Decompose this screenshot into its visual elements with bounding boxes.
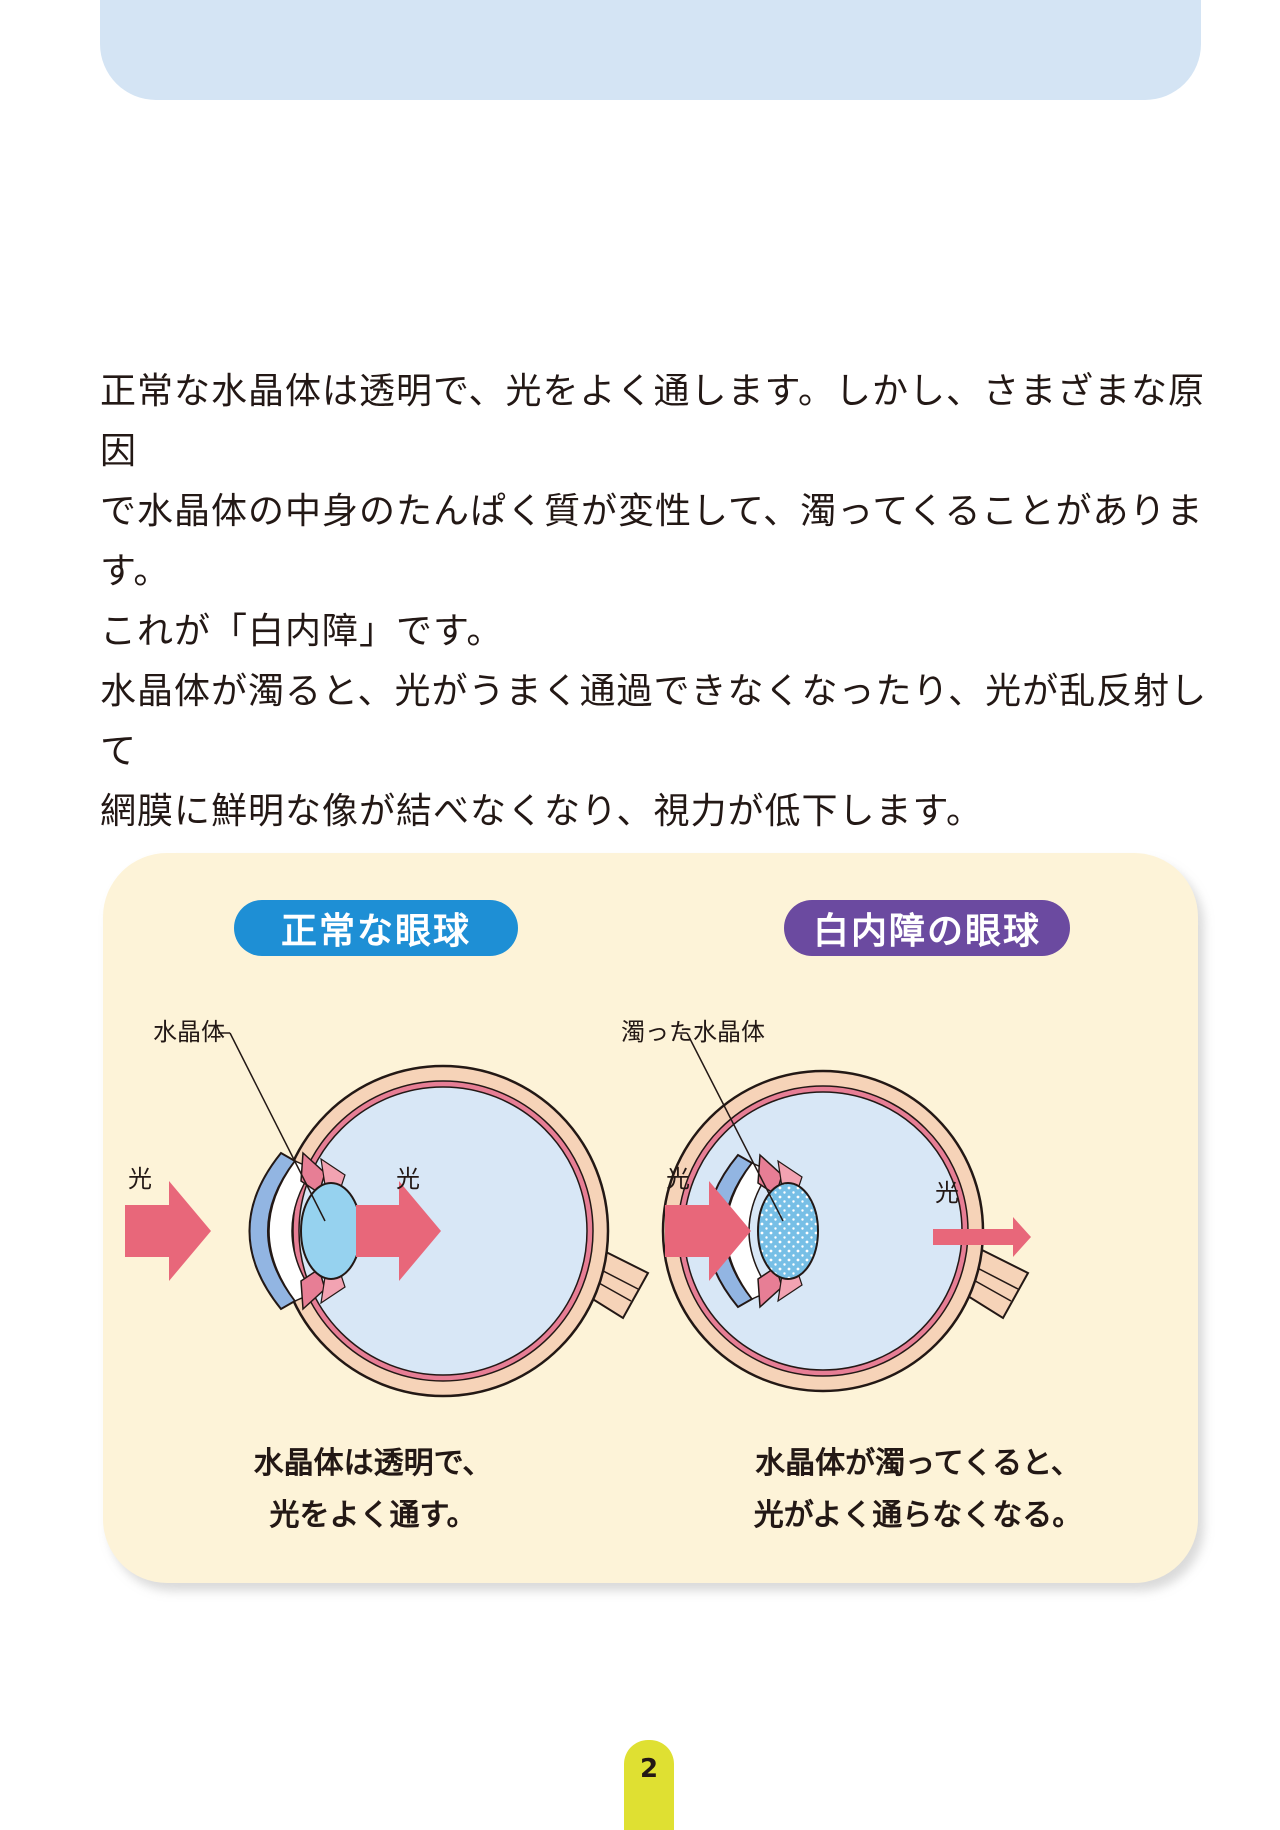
lens-label: 水晶体 <box>153 1018 225 1046</box>
body-line: 水晶体が濁ると、光がうまく通過できなくなったり、光が乱反射して <box>100 671 1208 772</box>
cataract-eye-diagram <box>661 1032 1031 1393</box>
normal-eye-title: 正常な眼球 <box>234 900 518 956</box>
caption-line: 光がよく通らなくなる。 <box>753 1498 1083 1533</box>
body-line: 網膜に鮮明な像が結べなくなり、視力が低下します。 <box>100 791 983 832</box>
light-label: 光 <box>666 1165 690 1193</box>
light-arrow <box>125 1181 211 1281</box>
light-label: 光 <box>128 1165 152 1193</box>
light-arrow <box>665 1181 751 1281</box>
normal-eye-caption: 水晶体は透明で、 光をよく通す。 <box>223 1438 523 1542</box>
light-arrow <box>356 1181 441 1281</box>
page-number: 2 <box>624 1740 674 1830</box>
cataract-eye-title: 白内障の眼球 <box>784 900 1070 956</box>
cloudy-lens-label: 濁った水晶体 <box>621 1018 765 1046</box>
body-line: 正常な水晶体は透明で、光をよく通します。しかし、さまざまな原因 <box>100 371 1205 472</box>
weak-light-arrow <box>933 1217 1031 1257</box>
normal-eye-diagram <box>125 1032 650 1398</box>
eye-comparison-panel: 正常な眼球 白内障の眼球 <box>103 853 1198 1583</box>
caption-line: 光をよく通す。 <box>269 1498 477 1533</box>
cataract-eye-caption: 水晶体が濁ってくると、 光がよく通らなくなる。 <box>733 1438 1103 1542</box>
light-label: 光 <box>396 1165 420 1193</box>
caption-line: 水晶体が濁ってくると、 <box>755 1446 1081 1481</box>
eye-diagrams: 水晶体 濁った水晶体 光 光 光 光 <box>125 1018 1031 1398</box>
body-line: で水晶体の中身のたんぱく質が変性して、濁ってくることがあります。 <box>100 491 1204 592</box>
top-banner <box>100 0 1201 100</box>
caption-line: 水晶体は透明で、 <box>253 1446 493 1481</box>
body-text: 正常な水晶体は透明で、光をよく通します。しかし、さまざまな原因 で水晶体の中身の… <box>100 362 1210 842</box>
body-line: これが「白内障」です。 <box>100 611 504 652</box>
light-label: 光 <box>935 1179 959 1207</box>
